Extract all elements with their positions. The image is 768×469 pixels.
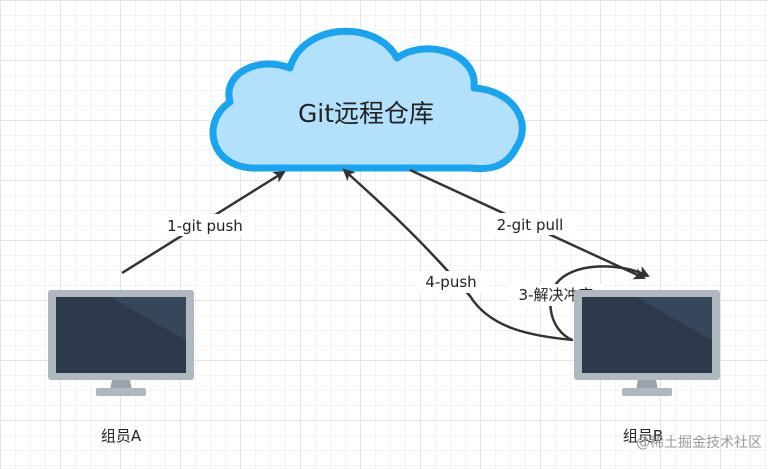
cloud-label: Git远程仓库 [298,99,434,128]
arrow-push-b [342,168,574,342]
edge-label-git-pull: 2-git pull [497,216,564,234]
member-b-label: 组员B [623,427,663,445]
label-bg-pull-b [484,213,576,235]
monitor-a-icon [48,290,194,396]
label-bg-push-b [418,271,484,293]
git-remote-repo-cloud: Git远程仓库 [209,27,526,173]
arrow-resolve-loop [549,265,650,342]
member-a-label: 组员A [101,427,142,445]
monitor-b-icon [574,290,720,396]
edge-label-push: 4-push [425,273,476,291]
watermark: @稀土掘金技术社区 [636,435,762,451]
label-bg-push-a [156,214,254,236]
edge-label-git-push: 1-git push [167,217,243,235]
